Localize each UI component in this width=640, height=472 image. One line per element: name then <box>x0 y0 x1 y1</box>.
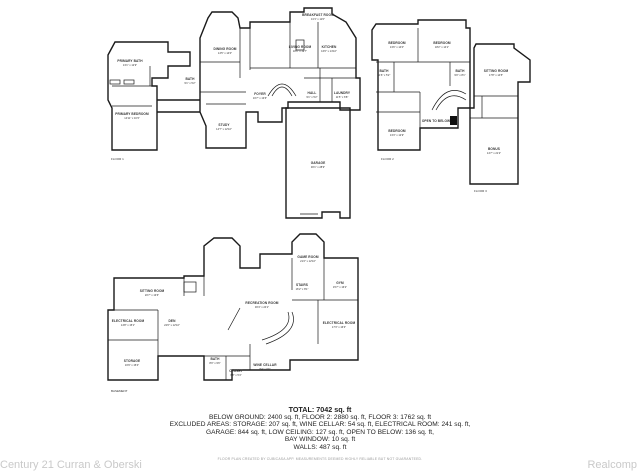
room-name: ELECTRICAL ROOM <box>112 319 145 323</box>
room-name: KITCHEN <box>322 45 337 49</box>
room-dims: 13'3" x 12'9" <box>390 133 404 137</box>
floor-3-plan <box>469 43 531 185</box>
room-name: RECREATION ROOM <box>245 301 278 305</box>
basement-outline <box>107 233 359 381</box>
room-dims: 13'6" x 14'0" <box>390 45 404 49</box>
room-name: BEDROOM <box>433 41 451 45</box>
room-dims: 11'5" x 6'8" <box>336 95 349 99</box>
room-name: LAUNDRY <box>334 91 351 95</box>
room-name: FOYER <box>254 92 266 96</box>
room-dims: 21'2" x 12'10" <box>300 259 316 263</box>
room-dims: 14'7" x 12'10" <box>216 127 232 131</box>
floor-2-plan <box>371 19 471 151</box>
total-area: TOTAL: 7042 sq. ft <box>288 405 352 414</box>
floor-1-plan <box>107 7 361 219</box>
area-summary: TOTAL: 7042 sq. ft BELOW GROUND: 2400 sq… <box>0 406 640 452</box>
area-breakdown-line: BELOW GROUND: 2400 sq. ft, FLOOR 2: 2880… <box>208 413 432 421</box>
room-dims: 16'9" x 15'4" <box>125 363 139 367</box>
room-dims: 18'2" x 14'1" <box>435 45 449 49</box>
room-name: WINE CELLAR <box>253 363 277 367</box>
room-dims: 17'3" x 16'3" <box>332 325 346 329</box>
bay-window-line: BAY WINDOW: 10 sq. ft <box>284 436 356 444</box>
room-name: STORAGE <box>124 359 140 363</box>
room-dims: 13'1" x 12'9" <box>123 63 137 67</box>
room-dims: 18'6" x 19'7" <box>293 49 307 53</box>
floor-label: FLOOR 1 <box>111 157 124 161</box>
plan-credit: FLOOR PLAN CREATED BY CUBICASA APP. MEAS… <box>217 457 423 461</box>
walls-line: WALLS: 487 sq. ft <box>293 443 347 451</box>
room-dims: 30'4" x 24'1" <box>255 305 269 309</box>
room-dims: 17'8" x 14'5" <box>489 73 503 77</box>
floor-label: FLOOR 3 <box>474 189 487 193</box>
floor-label: FLOOR 2 <box>381 157 394 161</box>
room-name: DEN <box>168 319 176 323</box>
room-name: BEDROOM <box>388 129 406 133</box>
room-name: BREAKFAST ROOM <box>302 13 334 17</box>
stair-void <box>450 116 457 125</box>
room-dims: 11'6" x 5'2" <box>378 73 391 77</box>
room-dims: 8'0" x 9'6" <box>209 361 220 365</box>
room-name: ELECTRICAL ROOM <box>323 321 356 325</box>
room-name: BEDROOM <box>388 41 406 45</box>
basement-labels: BASEMENT SITTING ROOM 20'7" x 13'6" GAME… <box>111 255 355 393</box>
room-name: GYM <box>336 281 344 285</box>
room-name: GARAGE <box>311 161 326 165</box>
room-dims: 20'7" x 13'6" <box>145 293 159 297</box>
garage-outline <box>285 107 351 219</box>
room-dims: 16'6" x 14'10" <box>321 49 337 53</box>
floor-2-labels: FLOOR 2 BEDROOM 13'6" x 14'0" BEDROOM 18… <box>378 41 509 161</box>
floor-2-outline <box>371 19 471 151</box>
room-name: SITTING ROOM <box>140 289 165 293</box>
room-name: BATH <box>210 357 220 361</box>
room-name: BATH <box>379 69 389 73</box>
room-name: OPEN TO BELOW <box>422 119 450 123</box>
room-name: CLOSET <box>229 369 243 373</box>
room-name: BONUS <box>488 147 500 151</box>
room-name: SITTING ROOM <box>484 69 509 73</box>
room-name: STUDY <box>218 123 230 127</box>
floor-3-outline <box>469 43 531 185</box>
room-name: LIVING ROOM <box>289 45 312 49</box>
room-dims: 15'7" x 16'2" <box>333 285 347 289</box>
room-name: BATH <box>455 69 465 73</box>
primary-suite-outline <box>107 41 191 151</box>
room-dims: 6'8" x 5'4" <box>230 373 241 377</box>
room-dims: 9'0" x 8'1" <box>454 73 465 77</box>
room-dims: 14'11" x 16'3" <box>124 116 140 120</box>
room-dims: 16'7" x 13'6" <box>253 96 267 100</box>
room-name: GAME ROOM <box>297 255 319 259</box>
room-dims: 8'4" x 6'6" <box>259 367 270 371</box>
floor-3-labels: FLOOR 3 BONUS 14'7" x 21'2" <box>474 147 501 193</box>
room-name: PRIMARY BATH <box>117 59 143 63</box>
room-name: BATH <box>185 77 195 81</box>
watermark-left: Century 21 Curran & Oberski <box>0 459 142 471</box>
room-dims: 16'2" x 8'1" <box>296 287 309 291</box>
room-name: HALL <box>308 91 317 95</box>
room-dims: 9'1" x 5'2" <box>306 95 317 99</box>
room-dims: 30'1" x 28'9" <box>311 165 325 169</box>
room-name: PRIMARY BEDROOM <box>115 112 149 116</box>
room-dims: 9'1" x 5'2" <box>184 81 195 85</box>
room-dims: 14'8" x 15'1" <box>121 323 135 327</box>
room-dims: 22'6" x 12'10" <box>164 323 180 327</box>
room-name: DINING ROOM <box>213 47 236 51</box>
excluded-areas-line: GARAGE: 844 sq. ft, LOW CEILING: 127 sq.… <box>206 428 434 436</box>
room-dims: 13'1" x 11'0" <box>311 17 325 21</box>
floor-label: BASEMENT <box>111 389 128 393</box>
watermark-right: Realcomp <box>587 459 637 471</box>
room-dims: 14'7" x 21'2" <box>487 151 501 155</box>
room-name: STAIRS <box>296 283 308 287</box>
basement-plan <box>107 233 359 381</box>
excluded-areas-line: EXCLUDED AREAS: STORAGE: 207 sq. ft, WIN… <box>169 421 471 429</box>
floor-1-labels: FLOOR 1 PRIMARY BATH 13'1" x 12'9" PRIMA… <box>111 13 351 169</box>
room-dims: 14'5" x 14'0" <box>218 51 232 55</box>
